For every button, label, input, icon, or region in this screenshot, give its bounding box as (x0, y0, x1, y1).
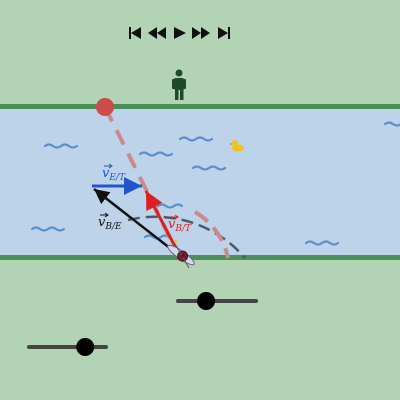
wave (178, 136, 214, 142)
wave (304, 240, 340, 246)
boat-earth-label: vB/E (98, 212, 122, 232)
duck-icon (229, 140, 244, 152)
svg-text:vB/E: vB/E (98, 215, 122, 232)
boat-earth-label-sub: B/E (104, 222, 122, 232)
lower-slider-knob[interactable] (76, 338, 95, 356)
boat-water-vector (144, 190, 182, 257)
wave (191, 165, 227, 171)
play-button[interactable] (172, 26, 186, 40)
boat-earth-vector (93, 188, 181, 257)
rewind-button[interactable] (147, 26, 167, 40)
rewind-icon (148, 27, 166, 39)
lower-slider[interactable] (27, 338, 108, 356)
svg-text:vB/T: vB/T (168, 217, 192, 234)
target-marker-icon[interactable] (96, 98, 114, 116)
river (0, 107, 400, 257)
boat-earth-label-base: v (98, 215, 106, 230)
inner-angle-arc (193, 210, 230, 259)
near-bank-line (0, 255, 400, 260)
fast-forward-icon (192, 27, 210, 39)
angle-arc (127, 215, 246, 259)
fast-forward-button[interactable] (191, 26, 211, 40)
earth-water-label-base: v (102, 166, 110, 181)
wave (30, 226, 66, 232)
playback-controls (126, 26, 232, 40)
wave (138, 151, 174, 157)
wave (383, 121, 400, 127)
earth-water-label-sub: E/T (108, 173, 126, 183)
person-icon (172, 69, 186, 100)
skip-end-icon (218, 27, 230, 39)
skip-to-end-button[interactable] (216, 26, 232, 40)
svg-text:vE/T: vE/T (102, 166, 126, 183)
boat-water-label: vB/T (168, 214, 192, 234)
earth-water-label: vE/T (102, 163, 126, 183)
play-icon (174, 27, 186, 39)
far-bank-line (0, 104, 400, 109)
wave (43, 143, 79, 149)
upper-slider[interactable] (176, 292, 258, 310)
upper-slider-knob[interactable] (197, 292, 216, 310)
boat-water-label-sub: B/T (174, 224, 192, 234)
skip-start-icon (129, 27, 141, 39)
boat-water-label-base: v (168, 217, 176, 232)
boat-icon[interactable] (164, 238, 199, 269)
skip-to-start-button[interactable] (126, 26, 141, 40)
water-waves (30, 121, 400, 246)
